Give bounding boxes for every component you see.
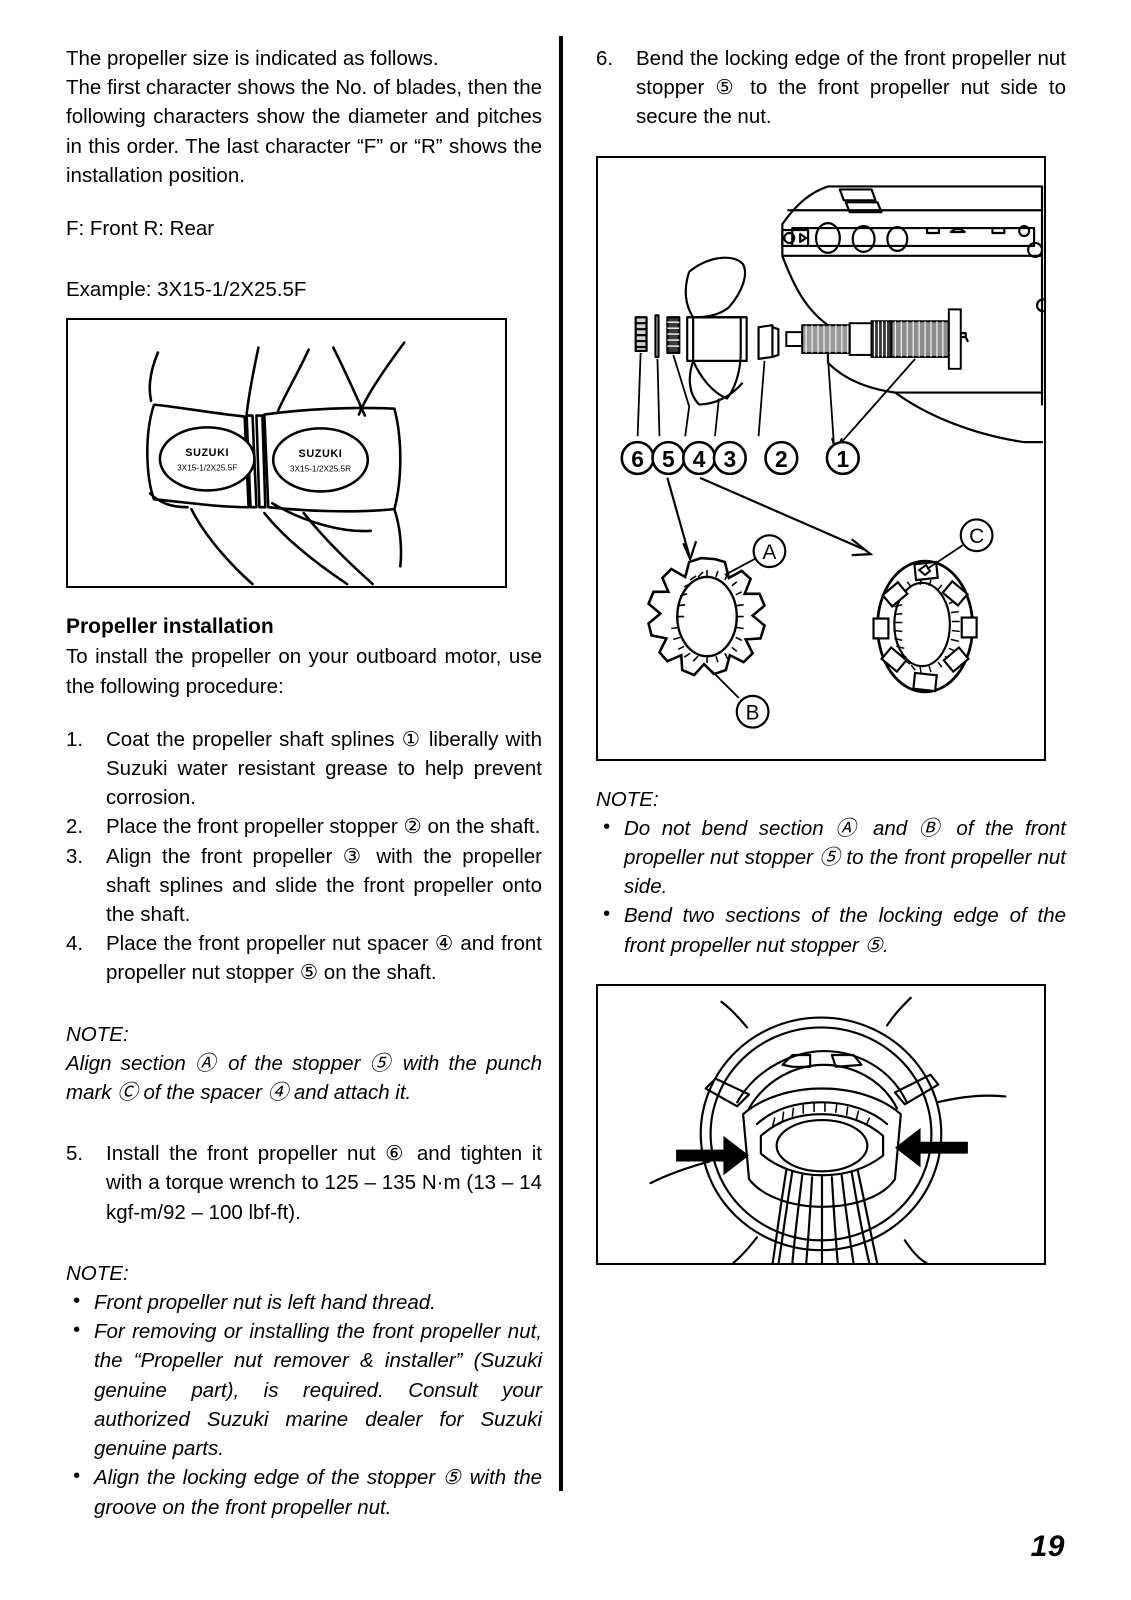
step-text: Place the front propeller nut spacer ④ a… bbox=[106, 932, 542, 985]
svg-text:4: 4 bbox=[693, 446, 706, 472]
note-bullet-item: • For removing or installing the front p… bbox=[66, 1317, 542, 1463]
bullet-icon: • bbox=[603, 815, 611, 838]
page-number: 19 bbox=[1030, 1530, 1065, 1563]
right-column: 6. Bend the locking edge of the front pr… bbox=[596, 44, 1066, 1265]
svg-text:A: A bbox=[763, 541, 777, 564]
step-number: 2. bbox=[66, 815, 84, 839]
propeller-installation-intro: To install the propeller on your outboar… bbox=[66, 645, 542, 698]
note-bullet-text: Align the locking edge of the stopper ⑤ … bbox=[94, 1466, 542, 1519]
note-right-bullets: • Do not bend section Ⓐ and Ⓑ of the fro… bbox=[596, 814, 1066, 960]
bullet-icon: • bbox=[73, 1290, 81, 1313]
svg-text:SUZUKI: SUZUKI bbox=[185, 447, 229, 459]
step-item: 2. Place the front propeller stopper ② o… bbox=[66, 812, 542, 841]
note-bullet-item: • Front propeller nut is left hand threa… bbox=[66, 1288, 542, 1317]
bullet-icon: • bbox=[73, 1319, 81, 1342]
bullet-icon: • bbox=[73, 1465, 81, 1488]
step-text: Install the front propeller nut ⑥ and ti… bbox=[106, 1142, 542, 1224]
step-number: 3. bbox=[66, 844, 84, 868]
svg-text:SUZUKI: SUZUKI bbox=[299, 448, 343, 460]
step-number: 6. bbox=[596, 47, 614, 70]
svg-text:1: 1 bbox=[836, 446, 849, 472]
note-bullet-text: For removing or installing the front pro… bbox=[94, 1320, 542, 1461]
note-bullet-text: Front propeller nut is left hand thread. bbox=[94, 1291, 436, 1315]
bent-locking-edge-figure bbox=[596, 983, 1046, 1265]
example-line: Example: 3X15-1/2X25.5F bbox=[66, 278, 307, 302]
intro-paragraph: The first character shows the No. of bla… bbox=[66, 76, 542, 187]
step-text: Coat the propeller shaft splines ① liber… bbox=[106, 727, 542, 810]
front-rear-legend: F: Front R: Rear bbox=[66, 217, 215, 241]
propeller-exploded-assembly-figure: 6 5 4 3 2 1 bbox=[596, 155, 1046, 761]
step-item: 1. Coat the propeller shaft splines ① li… bbox=[66, 725, 542, 813]
propeller-installation-heading: Propeller installation bbox=[66, 615, 274, 639]
note-1-text: Align section Ⓐ of the stopper ⑤ with th… bbox=[66, 1051, 542, 1105]
svg-text:6: 6 bbox=[631, 446, 644, 472]
step-item: 5. Install the front propeller nut ⑥ and… bbox=[66, 1139, 542, 1227]
step-number: 1. bbox=[66, 727, 84, 751]
note-bullet-text: Do not bend section Ⓐ and Ⓑ of the front… bbox=[624, 816, 1066, 899]
step-number: 4. bbox=[66, 932, 84, 956]
note-bullet-item: • Bend two sections of the locking edge … bbox=[596, 901, 1066, 959]
svg-text:3X15-1/2X25.5R: 3X15-1/2X25.5R bbox=[290, 465, 351, 474]
note-2-title: NOTE: bbox=[66, 1261, 129, 1285]
step-text: Place the front propeller stopper ② on t… bbox=[106, 815, 541, 839]
step-item: 4. Place the front propeller nut spacer … bbox=[66, 929, 542, 987]
note-bullet-item: • Do not bend section Ⓐ and Ⓑ of the fro… bbox=[596, 814, 1066, 902]
note-right-title: NOTE: bbox=[596, 787, 659, 811]
svg-text:C: C bbox=[969, 525, 984, 548]
step-number: 5. bbox=[66, 1142, 84, 1166]
propeller-size-label-figure: SUZUKI 3X15-1/2X25.5F SUZUKI 3X15-1/2X25… bbox=[66, 318, 507, 589]
note-bullet-item: • Align the locking edge of the stopper … bbox=[66, 1463, 542, 1521]
note-1-title: NOTE: bbox=[66, 1022, 129, 1046]
intro-line-1: The propeller size is indicated as follo… bbox=[66, 47, 439, 70]
step-item: 3. Align the front propeller ③ with the … bbox=[66, 842, 542, 930]
step-text: Bend the locking edge of the front prope… bbox=[636, 47, 1066, 129]
svg-text:3X15-1/2X25.5F: 3X15-1/2X25.5F bbox=[177, 464, 237, 473]
installation-steps-list: 1. Coat the propeller shaft splines ① li… bbox=[66, 725, 542, 988]
step-text: Align the front propeller ③ with the pro… bbox=[106, 844, 542, 927]
installation-steps-list-right: 6. Bend the locking edge of the front pr… bbox=[596, 44, 1066, 132]
note-2-bullets: • Front propeller nut is left hand threa… bbox=[66, 1288, 542, 1522]
installation-steps-list-continued: 5. Install the front propeller nut ⑥ and… bbox=[66, 1139, 542, 1227]
note-bullet-text: Bend two sections of the locking edge of… bbox=[624, 904, 1066, 957]
bullet-icon: • bbox=[603, 903, 611, 926]
step-item: 6. Bend the locking edge of the front pr… bbox=[596, 44, 1066, 132]
left-column: The propeller size is indicated as follo… bbox=[66, 44, 542, 1522]
column-divider bbox=[559, 36, 563, 1491]
svg-text:5: 5 bbox=[662, 446, 675, 472]
svg-text:B: B bbox=[746, 701, 760, 724]
svg-text:2: 2 bbox=[775, 446, 788, 472]
svg-text:3: 3 bbox=[723, 446, 736, 472]
